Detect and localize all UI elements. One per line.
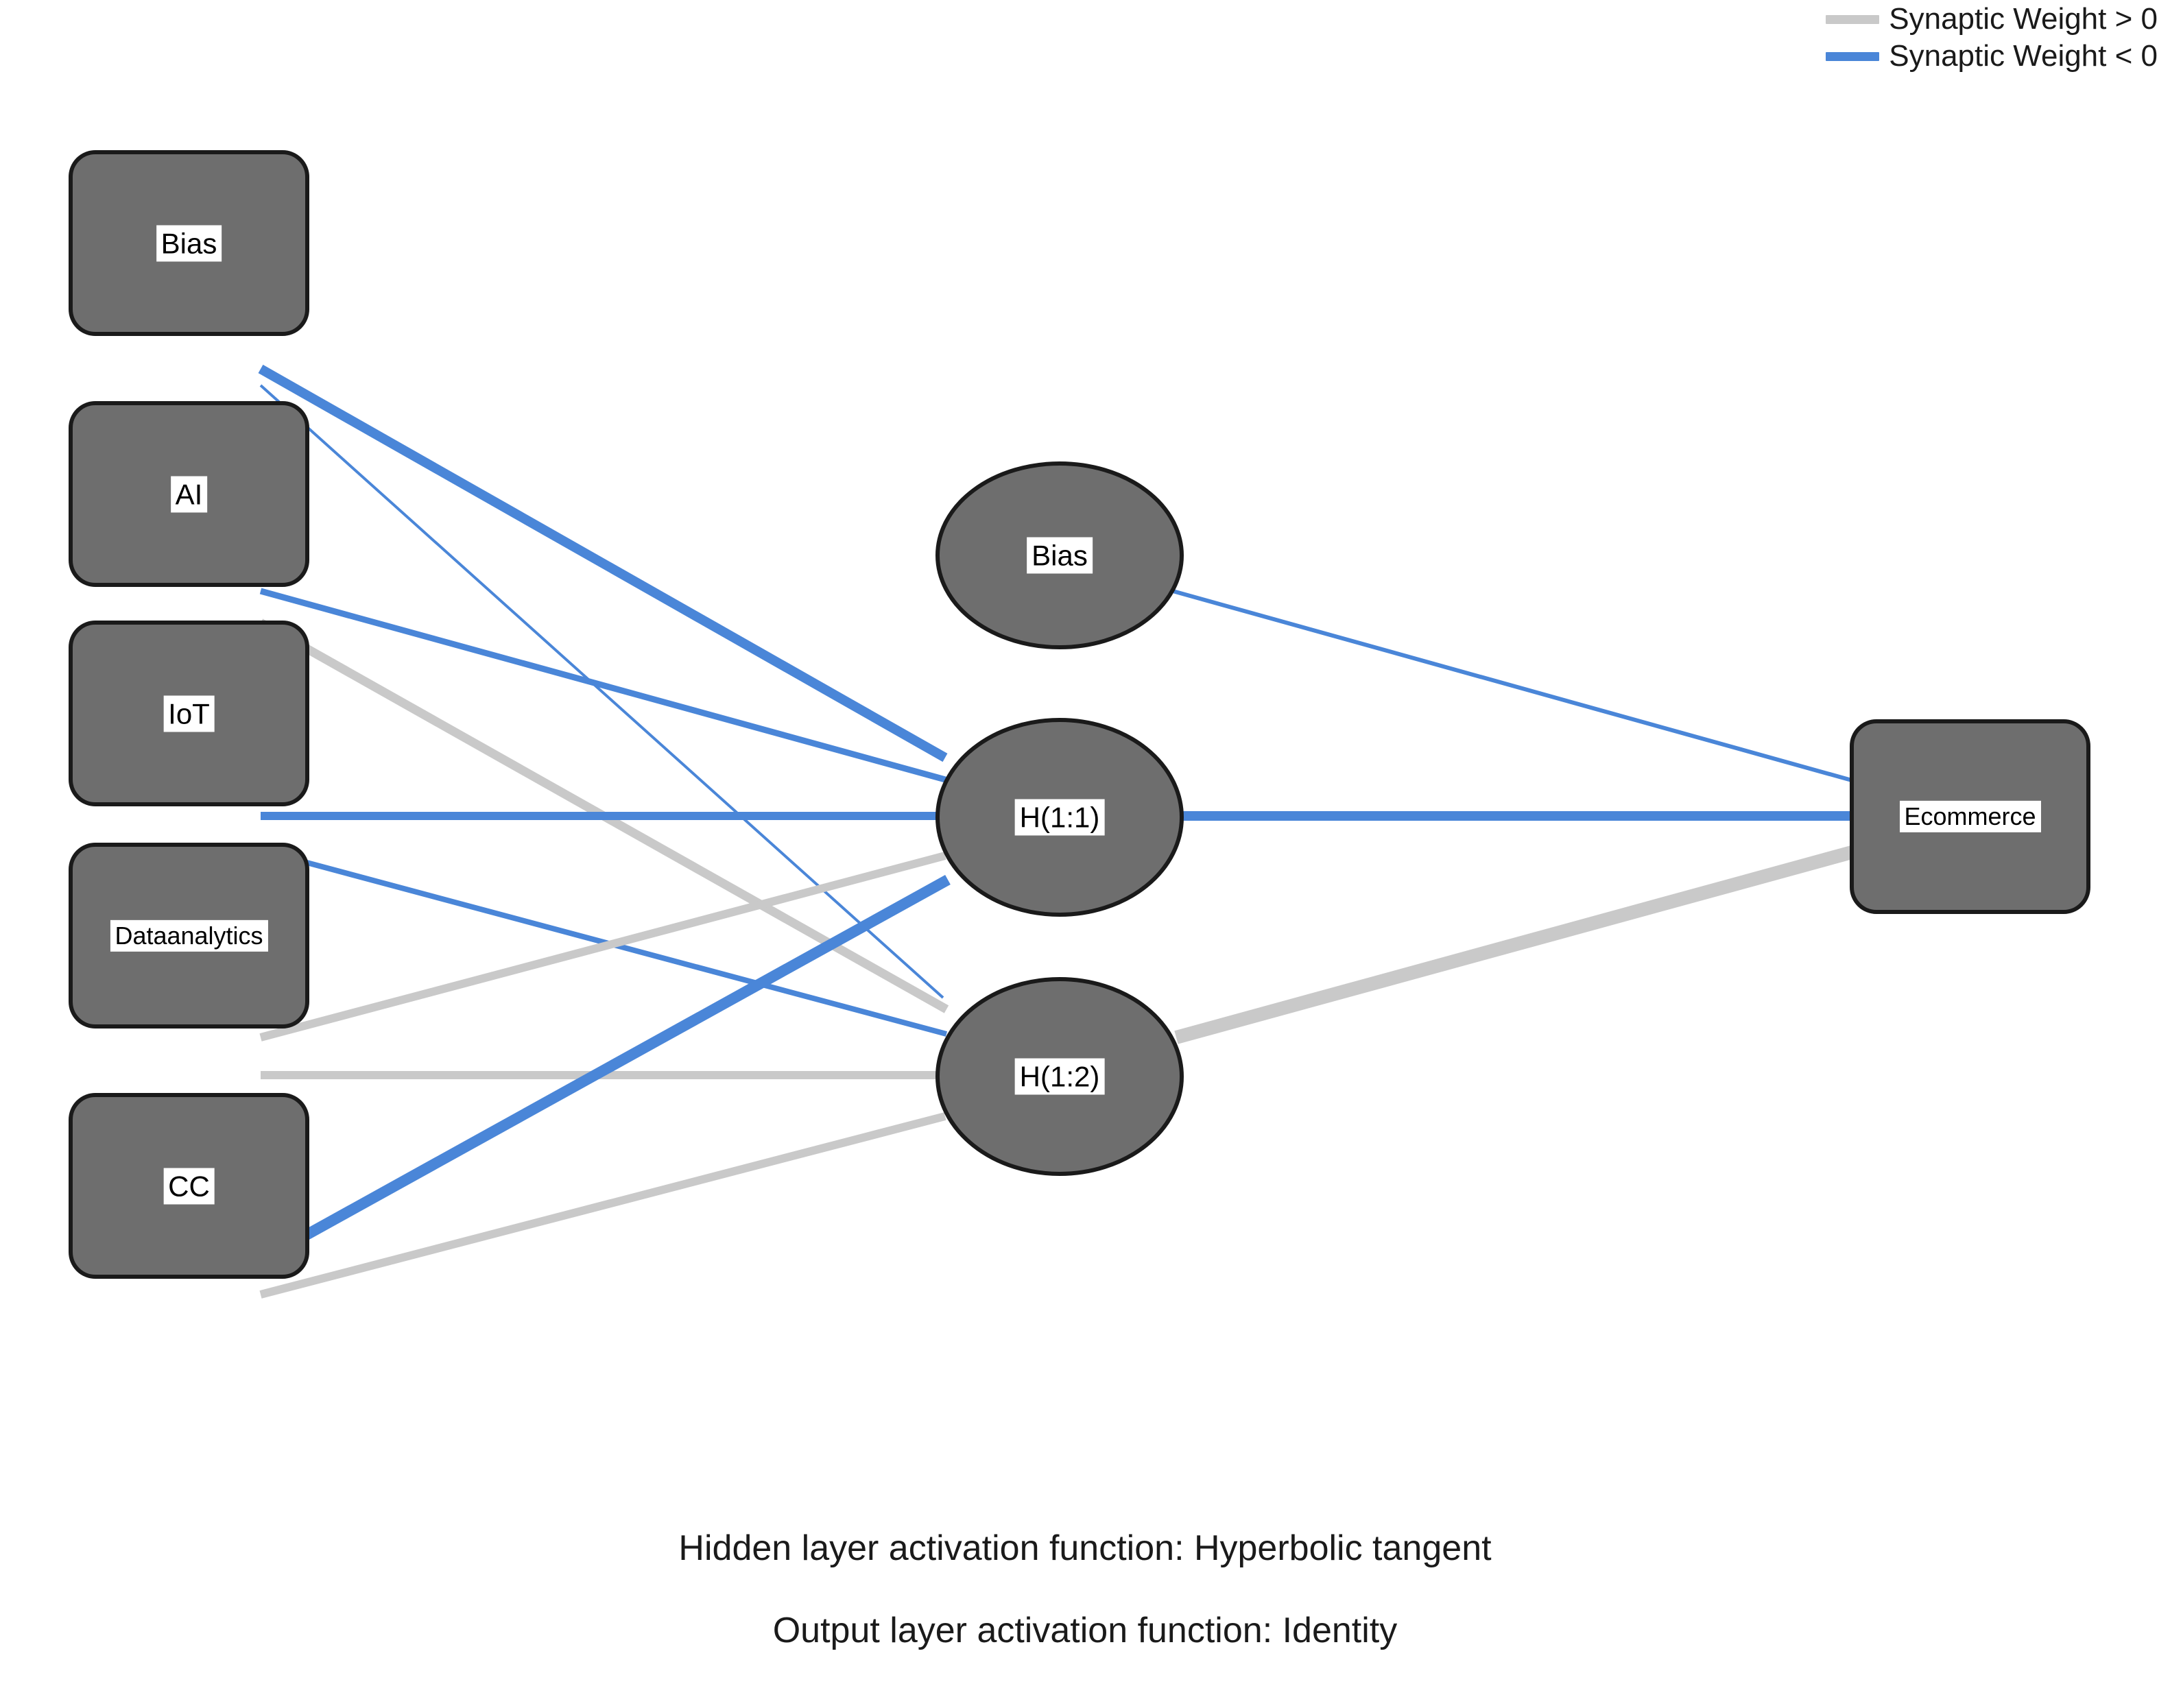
edge-in-bias-to-h-1-2 — [259, 384, 944, 999]
legend-swatch-positive-icon — [1826, 14, 1880, 24]
edge-in-cc-to-h-1-2 — [259, 1112, 946, 1299]
legend-item-positive: Synaptic Weight > 0 — [1826, 4, 2158, 34]
node-label: H(1:1) — [1014, 799, 1105, 836]
output-activation-caption: Output layer activation function: Identi… — [772, 1611, 1398, 1650]
edge-in-ai-to-h-1-1 — [259, 588, 949, 784]
legend-label-negative: Synaptic Weight < 0 — [1889, 39, 2158, 73]
node-label: Bias — [1027, 537, 1093, 574]
node-label: AI — [170, 475, 208, 513]
hidden-activation-caption: Hidden layer activation function: Hyperb… — [678, 1528, 1492, 1568]
node-label: Bias — [156, 224, 222, 262]
node-label: Ecommerce — [1899, 800, 2041, 833]
legend-label-positive: Synaptic Weight > 0 — [1889, 2, 2158, 36]
edge-h-1-2-to-out-ecommerce — [1174, 845, 1854, 1044]
node-label: IoT — [163, 695, 215, 732]
edge-in-iot-to-h-1-2 — [259, 847, 948, 1037]
legend-swatch-negative-icon — [1826, 51, 1880, 61]
edge-group — [258, 364, 1854, 1299]
edge-in-bias-to-h-1-1 — [258, 364, 948, 762]
legend-item-negative: Synaptic Weight < 0 — [1826, 41, 2158, 71]
node-label: Dataanalytics — [110, 919, 268, 952]
edge-in-dataanalytics-to-h-1-1 — [259, 852, 946, 1042]
edge-in-cc-to-h-1-1 — [258, 875, 951, 1265]
node-group — [69, 150, 2090, 1279]
node-label: H(1:2) — [1014, 1058, 1105, 1095]
legend: Synaptic Weight > 0 Synaptic Weight < 0 — [1826, 4, 2158, 71]
edge-h-bias-to-out-ecommerce — [1172, 589, 1852, 782]
node-label: CC — [163, 1167, 215, 1205]
